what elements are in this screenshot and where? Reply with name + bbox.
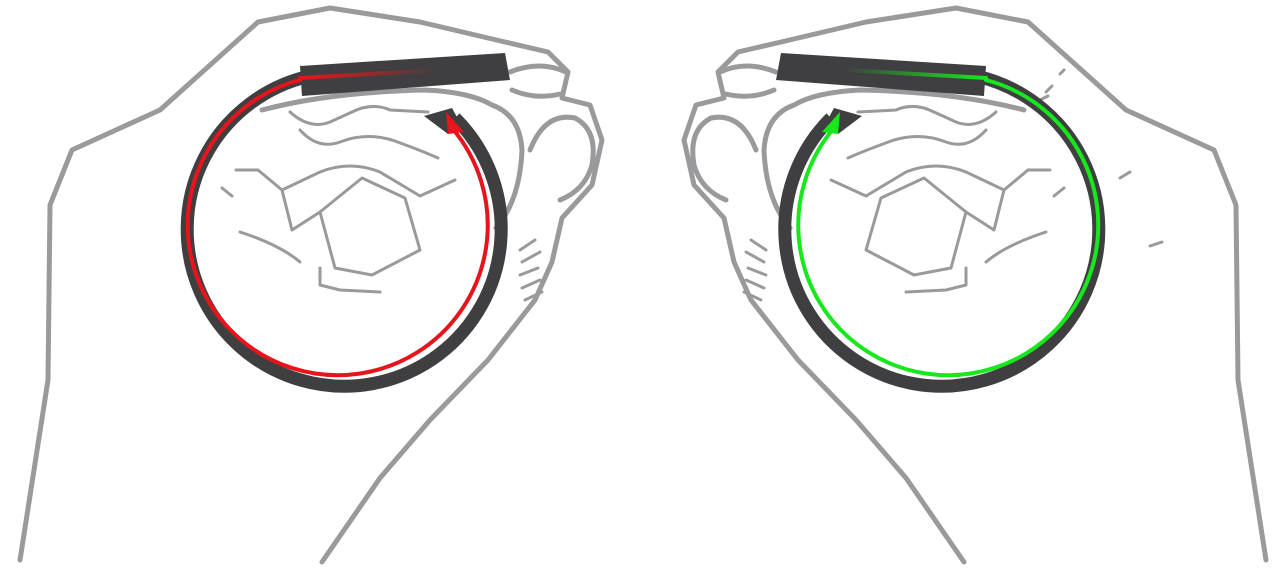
right-fingertips [693,117,756,200]
left-palm-creases [222,106,455,292]
left-fingertips [530,117,593,200]
right-palm-creases [831,106,1064,292]
left-thumb [510,66,566,96]
left-figure [20,8,602,562]
right-figure [684,8,1266,562]
right-thumb [720,66,776,96]
